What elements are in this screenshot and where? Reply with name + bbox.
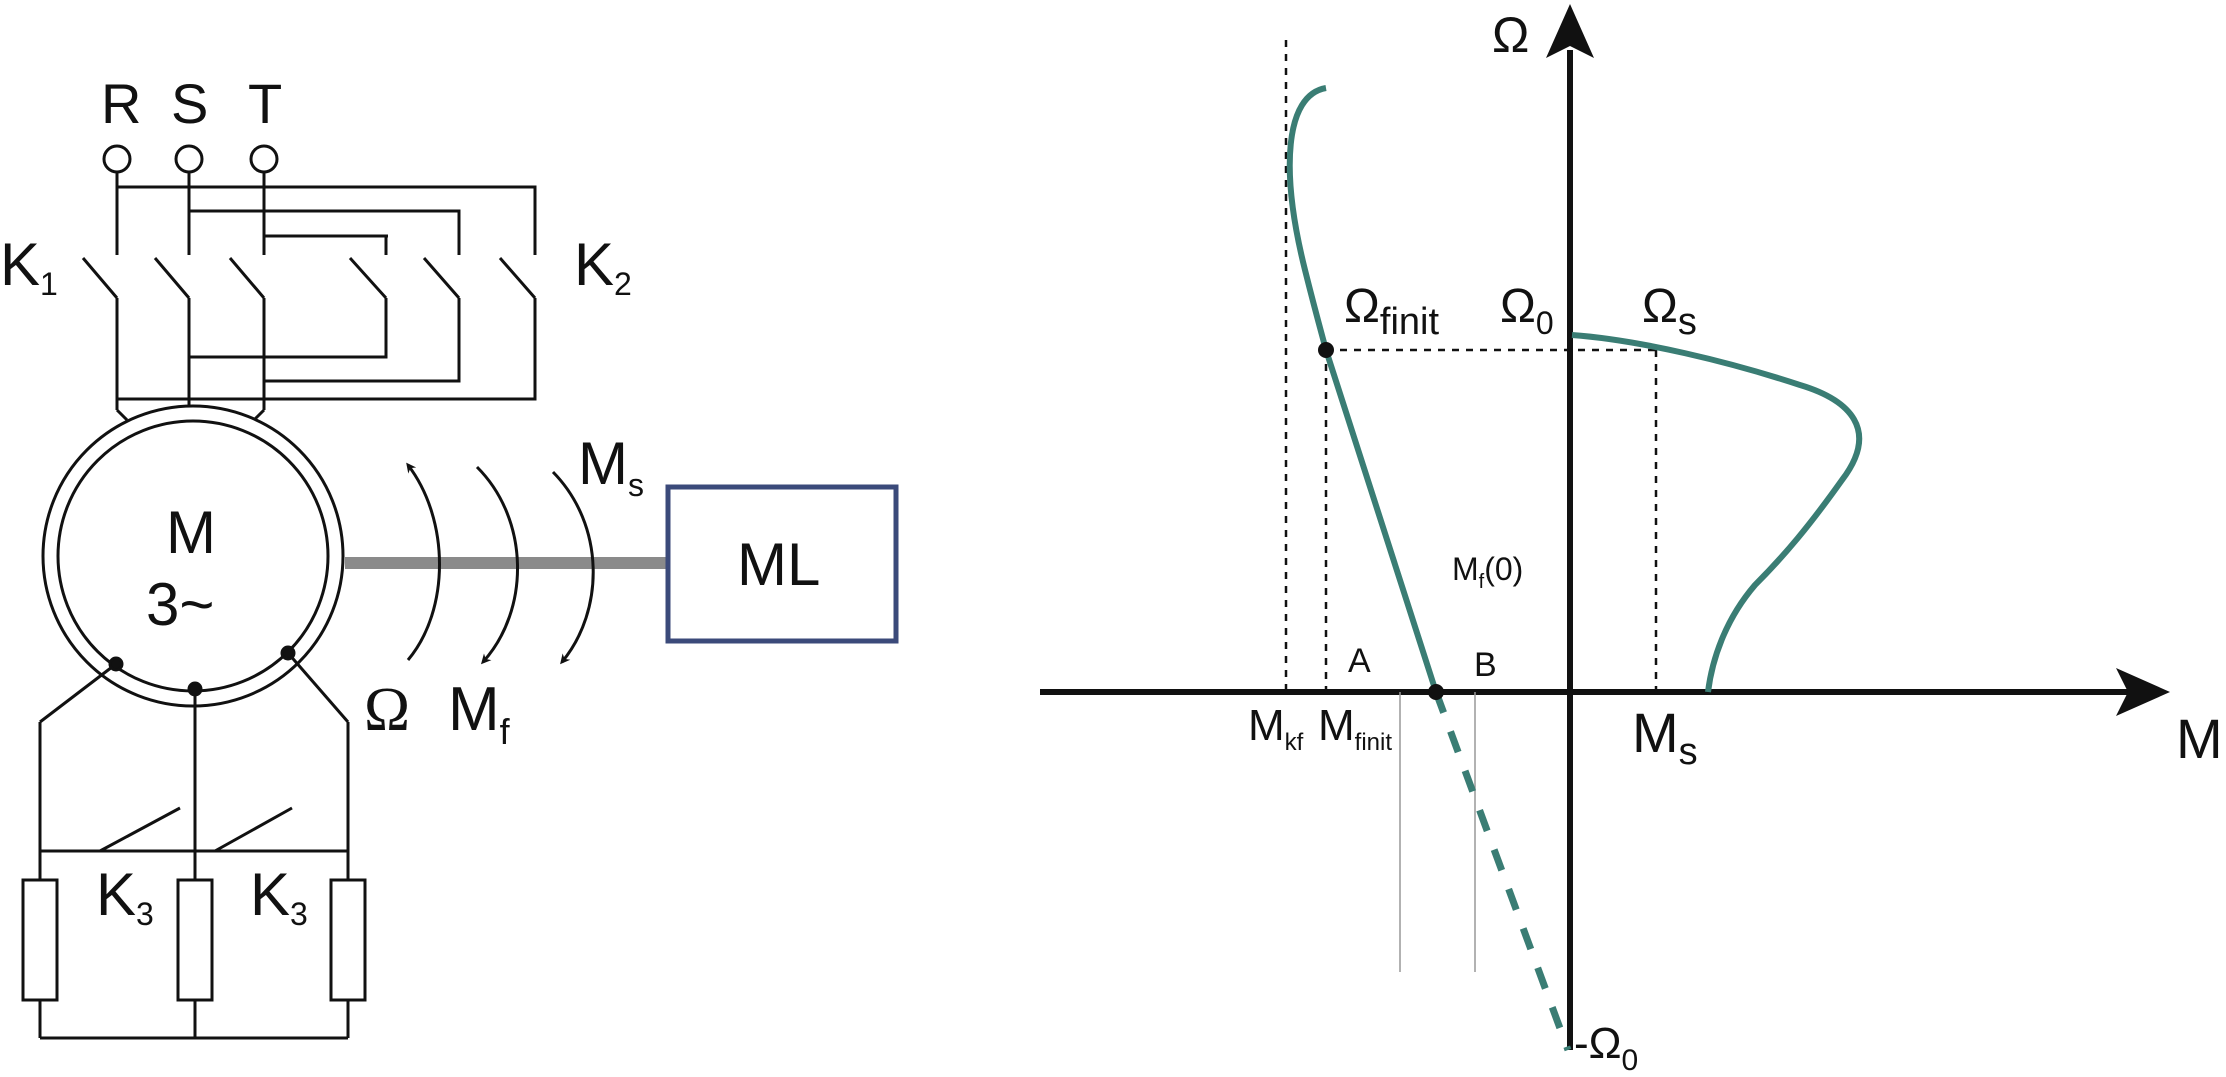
resistor-right [329, 878, 367, 1002]
x-axis-label: M [2176, 707, 2223, 770]
k3a-label: K3 [96, 861, 154, 932]
point-a-label: A [1348, 642, 1371, 680]
phase-t-label: T [248, 72, 282, 135]
motor-symbol [41, 404, 345, 708]
braking-curve [1286, 85, 1439, 693]
motor-label-m: M [166, 499, 216, 566]
omega-finit-subscript: finit [1380, 301, 1440, 343]
terminal-t [249, 144, 279, 174]
k1-contactor [81, 172, 266, 410]
k1-subscript: 1 [40, 266, 58, 302]
y-axis-label: Ω [1492, 7, 1529, 63]
omega-finit-point [1318, 342, 1334, 358]
rotor-node-middle [187, 681, 203, 697]
load-label: ML [737, 531, 820, 598]
mf-torque-subscript: f [500, 711, 511, 752]
omega-s-label: Ωs [1642, 280, 1697, 343]
omega-0-subscript: 0 [1536, 305, 1554, 341]
m-s-label: Ms [1632, 701, 1698, 773]
m-kf-label: Mkf [1248, 701, 1304, 756]
omega-finit-label: Ωfinit [1344, 280, 1439, 343]
resistor-left [21, 878, 59, 1002]
circuit-schematic [21, 144, 899, 1040]
omega-s-subscript: s [1678, 301, 1697, 343]
terminal-s [174, 144, 204, 174]
resistor-middle [176, 878, 214, 1002]
phase-s-label: S [171, 72, 208, 135]
x-axis-arrowhead [2116, 668, 2170, 716]
m-kf-subscript: kf [1285, 729, 1304, 756]
k2-contactor [117, 185, 537, 401]
k3a-subscript: 3 [136, 896, 154, 932]
supply-terminals [102, 144, 279, 174]
omega-0-label: Ω0 [1500, 280, 1554, 341]
mf0-label: Mf(0) [1452, 551, 1523, 593]
motoring-curve [1571, 332, 1863, 693]
k2-subscript: 2 [614, 266, 632, 302]
omega-torque-label: Ω [364, 676, 410, 744]
mf-arrow-2 [551, 470, 595, 665]
mf-torque-label: Mf [448, 675, 511, 752]
motor-label-phase: 3~ [146, 571, 214, 638]
phase-r-label: R [101, 72, 141, 135]
terminal-r [102, 144, 132, 174]
m-s-subscript: s [1679, 731, 1698, 773]
circuit-labels: R S T K1 K2 M 3~ ML Ms Ω Mf K3 K3 [0, 72, 820, 932]
k3-switches [99, 806, 293, 853]
point-b-label: B [1474, 646, 1497, 684]
rotor-node-left [108, 656, 124, 672]
ms-torque-label: Ms [578, 430, 644, 503]
m-finit-label: Mfinit [1318, 701, 1392, 756]
y-axis-arrowhead [1546, 4, 1594, 58]
ms-torque-subscript: s [628, 467, 644, 503]
k3b-label: K3 [250, 861, 308, 932]
neg-omega-0-subscript: 0 [1622, 1044, 1639, 1077]
mf-arrow-1 [475, 465, 519, 665]
m-finit-subscript: finit [1355, 729, 1393, 756]
neg-omega-0-label: -Ω0 [1574, 1019, 1638, 1077]
k2-label: K2 [574, 231, 632, 302]
torque-speed-graph [1040, 4, 2170, 1052]
load-box [665, 484, 899, 644]
braking-curve-extension [1432, 690, 1572, 1052]
mf0-argument: (0) [1484, 551, 1523, 587]
k3b-subscript: 3 [290, 896, 308, 932]
braking-zero-point [1428, 684, 1444, 700]
rotor-node-right [280, 645, 296, 661]
k1-label: K1 [0, 231, 58, 302]
graph-labels: Ω M Ωfinit Ω0 Ωs Mf(0) A B Mkf Mfinit Ms… [1248, 7, 2223, 1077]
mf0-subscript: f [1479, 571, 1485, 593]
omega-arrow [406, 462, 441, 661]
